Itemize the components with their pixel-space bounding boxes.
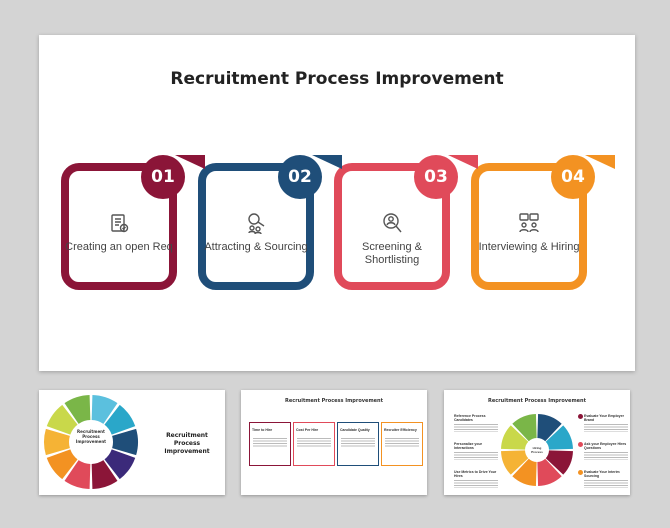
slide-thumbnail-3[interactable]: Recruitment Process Improvement Referenc… (444, 390, 630, 495)
slide-title: Recruitment Process Improvement (170, 69, 504, 89)
badge-tail (585, 155, 615, 169)
thumbnail-title: Recruitment Process Improvement (164, 432, 210, 455)
item-heading: Reference Process Candidates (454, 414, 486, 422)
step-label: Screening & Shortlisting (362, 241, 422, 266)
metric-title: Time to Hire (252, 428, 273, 432)
main-slide[interactable]: Recruitment Process Improvement 01 Creat… (39, 35, 635, 371)
ring-segment (64, 460, 91, 489)
ring-segment (501, 425, 529, 450)
ring-hub (71, 422, 111, 462)
bullet-dot (578, 442, 583, 447)
ring-segment (112, 428, 138, 456)
metric-box: Candidate Quality (337, 422, 379, 466)
badge-tail (175, 155, 205, 169)
step-label: Attracting & Sourcing (204, 241, 308, 253)
left-item: Personalize your Interactions (454, 442, 498, 460)
ring-segment (545, 450, 573, 475)
step-card-1: 01 Creating an open Req (61, 155, 205, 290)
metric-box: Recruiter Efficiency (381, 422, 423, 466)
item-heading: Evaluate Your Interim Sourcing (584, 470, 620, 478)
slide-thumbnail-1[interactable]: Recruitment Process Improvement Recruitm… (39, 390, 225, 495)
ring-segment (512, 458, 537, 486)
item-heading: Personalize your Interactions (454, 442, 483, 450)
step-number-badge: 01 (141, 155, 185, 199)
right-item: Evaluate Your Interim Sourcing (584, 470, 628, 488)
text-lines (385, 438, 419, 448)
item-heading: Ask your Employee Hires Questions (584, 442, 627, 450)
hub-label: Hiring Process (531, 446, 543, 454)
step-number-badge: 04 (551, 155, 595, 199)
bullet-dot (578, 414, 583, 419)
text-lines (297, 438, 331, 448)
text-lines (253, 438, 287, 448)
cycle-ring-diagram (44, 395, 138, 489)
ring-segment (91, 460, 118, 489)
ring-center-label: Recruitment Process Improvement (75, 429, 107, 444)
ring-hub (527, 440, 547, 460)
ring-segment (512, 414, 537, 442)
item-heading: Use Metrics to Drive Your Hires (454, 470, 497, 478)
ring-segment (104, 449, 136, 480)
step-number-badge: 02 (278, 155, 322, 199)
metric-title: Cost Per Hire (296, 428, 319, 432)
right-item: Ask your Employee Hires Questions (584, 442, 628, 460)
magnifier-people-icon (248, 213, 265, 235)
checklist-icon (111, 214, 129, 233)
text-lines (341, 438, 375, 448)
interview-icon (519, 213, 539, 233)
ring-segment (537, 458, 562, 486)
left-item: Reference Process Candidates (454, 414, 498, 432)
ring-segment (104, 404, 136, 435)
badge-tail (448, 155, 478, 169)
ring-segment (44, 428, 70, 456)
ring-segment (46, 404, 78, 435)
left-item: Use Metrics to Drive Your Hires (454, 470, 498, 488)
step-card-3: 03 Screening & Shortlisting (334, 155, 478, 290)
ring-segment (64, 395, 91, 424)
item-heading: Evaluate Your Employer Brand (584, 414, 624, 422)
search-person-icon (383, 213, 402, 233)
step-card-2: 02 Attracting & Sourcing (198, 155, 342, 290)
metric-title: Candidate Quality (340, 428, 370, 432)
ring-segment (46, 449, 78, 480)
metric-box: Time to Hire (249, 422, 291, 466)
metric-title: Recruiter Efficiency (384, 428, 417, 432)
ring-segment (545, 425, 573, 450)
step-card-4: 04 Interviewing & Hiring (471, 155, 615, 290)
ring-segment (537, 414, 562, 442)
thumbnail-title: Recruitment Process Improvement (488, 398, 586, 404)
thumbnail-title: Recruitment Process Improvement (285, 398, 383, 404)
hub-diagram (501, 414, 573, 486)
bullet-dot (578, 470, 583, 475)
ring-segment (501, 450, 529, 475)
badge-tail (312, 155, 342, 169)
metric-box: Cost Per Hire (293, 422, 335, 466)
step-label: Creating an open Req (65, 241, 173, 253)
step-number-badge: 03 (414, 155, 458, 199)
step-label: Interviewing & Hiring (478, 241, 580, 253)
right-item: Evaluate Your Employer Brand (584, 414, 628, 432)
ring-segment (91, 395, 118, 424)
slide-thumbnail-2[interactable]: Recruitment Process Improvement Time to … (241, 390, 427, 495)
